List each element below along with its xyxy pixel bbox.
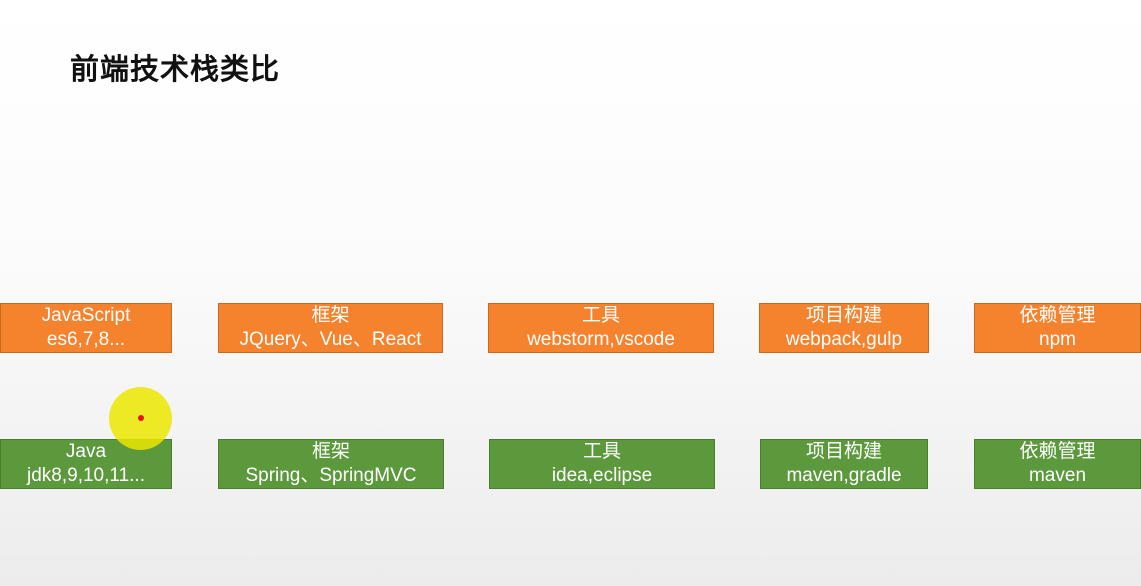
backend-tools-box: 工具 idea,eclipse [489,439,715,489]
frontend-dependency-values: npm [1039,329,1076,350]
backend-build-label: 项目构建 [805,441,882,462]
backend-framework-values: Spring、SpringMVC [245,465,417,486]
frontend-framework-box: 框架 JQuery、Vue、React [218,303,443,353]
frontend-tools-values: webstorm,vscode [527,329,675,350]
frontend-tools-label: 工具 [581,305,620,326]
frontend-language-box: JavaScript es6,7,8... [0,303,172,353]
cursor-highlight-icon [109,387,172,450]
frontend-language-versions: es6,7,8... [46,329,126,350]
frontend-language-label: JavaScript [41,305,131,326]
cursor-dot-icon [138,415,144,421]
backend-language-label: Java [65,441,107,462]
backend-dependency-values: maven [1028,465,1087,486]
backend-dependency-label: 依赖管理 [1019,441,1096,462]
frontend-tools-box: 工具 webstorm,vscode [488,303,714,353]
frontend-build-values: webpack,gulp [785,329,903,350]
slide-title: 前端技术栈类比 [70,52,281,86]
backend-build-values: maven,gradle [786,465,902,486]
frontend-build-label: 项目构建 [805,305,882,326]
backend-framework-box: 框架 Spring、SpringMVC [218,439,444,489]
frontend-dependency-label: 依赖管理 [1019,305,1096,326]
frontend-framework-values: JQuery、Vue、React [239,329,422,350]
backend-tools-values: idea,eclipse [551,465,653,486]
backend-build-box: 项目构建 maven,gradle [760,439,928,489]
frontend-dependency-box: 依赖管理 npm [974,303,1141,353]
frontend-build-box: 项目构建 webpack,gulp [759,303,929,353]
backend-language-versions: jdk8,9,10,11... [27,465,145,486]
frontend-framework-label: 框架 [311,305,350,326]
backend-dependency-box: 依赖管理 maven [974,439,1141,489]
backend-tools-label: 工具 [582,441,621,462]
backend-framework-label: 框架 [311,441,350,462]
